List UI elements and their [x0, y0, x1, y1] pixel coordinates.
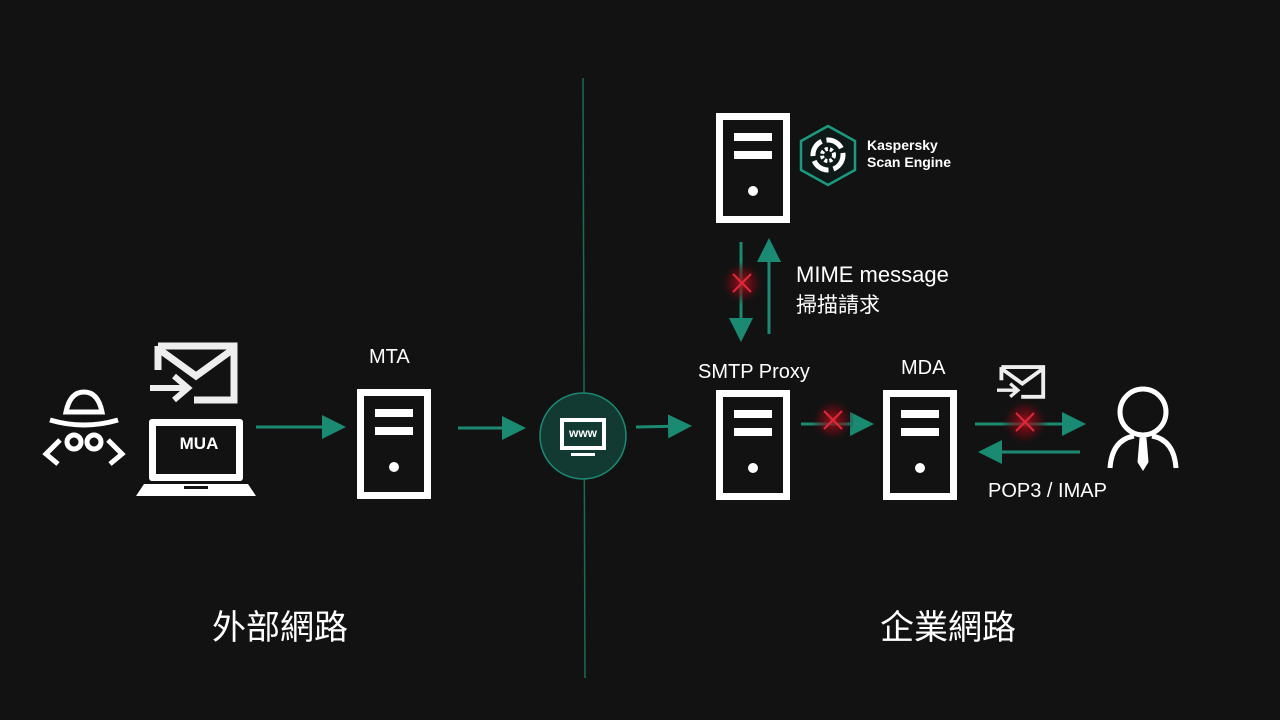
scan-request-label: 掃描請求 [796, 293, 880, 317]
kaspersky-brand: Kaspersky [867, 137, 938, 153]
mda-server-icon [883, 390, 957, 500]
kaspersky-logo-text: Kaspersky Scan Engine [867, 137, 951, 171]
mua-label: MUA [179, 434, 219, 453]
blocked-x-icon [1001, 398, 1049, 446]
internet-www-icon [539, 392, 627, 480]
user-icon [1107, 386, 1179, 471]
email-icon [150, 346, 234, 400]
blocked-x-icon [720, 261, 764, 305]
pop3-imap-label: POP3 / IMAP [988, 480, 1107, 502]
arrow-internet-to-proxy [635, 414, 692, 439]
laptop-icon [136, 419, 256, 496]
email-icon [995, 365, 1046, 399]
mta-label: MTA [369, 346, 410, 368]
www-label: www [568, 426, 597, 440]
kaspersky-logo-icon [799, 124, 857, 187]
mda-label: MDA [901, 357, 946, 379]
scan-engine-server-icon [716, 113, 790, 223]
network-divider [582, 77, 586, 679]
mime-message-label: MIME message [796, 262, 949, 287]
mta-server-icon [357, 389, 431, 499]
enterprise-network-label: 企業網路 [880, 608, 1016, 648]
blocked-x-icon [811, 398, 855, 442]
kaspersky-product: Scan Engine [867, 154, 952, 170]
smtp-proxy-server-icon [716, 390, 790, 500]
hacker-icon [42, 389, 126, 466]
external-network-label: 外部網路 [212, 608, 348, 648]
smtp-proxy-label: SMTP Proxy [698, 361, 810, 383]
